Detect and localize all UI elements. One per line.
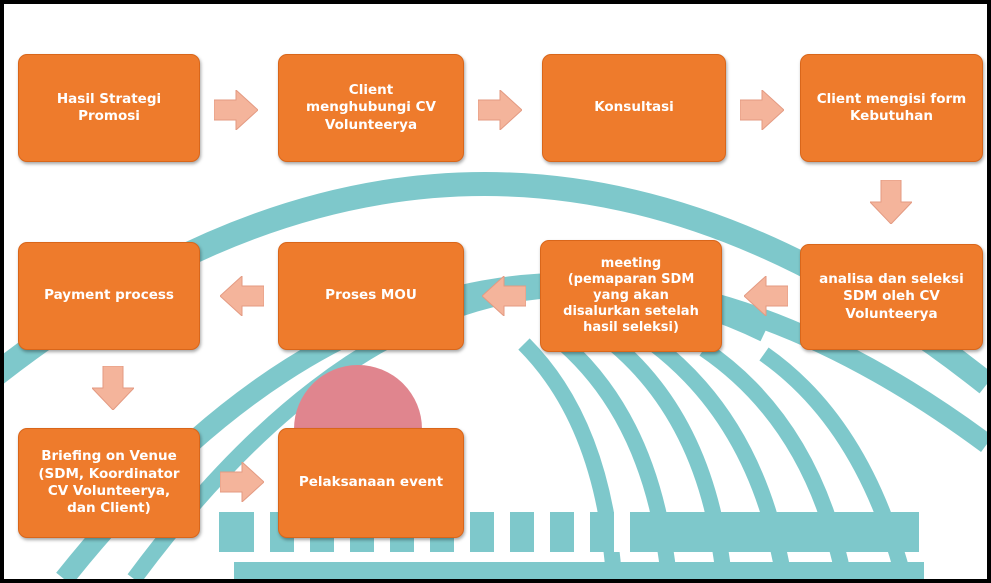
- step-label: analisa dan seleksi SDM oleh CV Voluntee…: [819, 271, 964, 322]
- arrow-down-icon: [92, 366, 134, 410]
- step-label: meeting (pemaparan SDM yang akan disalur…: [563, 256, 699, 335]
- step-label: Konsultasi: [594, 99, 674, 116]
- step-box-briefing-venue: Briefing on Venue (SDM, Koordinator CV V…: [18, 428, 200, 538]
- step-box-meeting: meeting (pemaparan SDM yang akan disalur…: [540, 240, 722, 352]
- step-box-proses-mou: Proses MOU: [278, 242, 464, 350]
- step-box-hasil-strategi: Hasil Strategi Promosi: [18, 54, 200, 162]
- arrow-right-icon: [220, 462, 264, 502]
- arrow-left-icon: [744, 276, 788, 316]
- arrow-right-icon: [740, 90, 784, 130]
- step-label: Client menghubungi CV Volunteerya: [306, 82, 436, 133]
- step-box-konsultasi: Konsultasi: [542, 54, 726, 162]
- arrow-left-icon: [220, 276, 264, 316]
- pink-half-circle: [294, 365, 422, 429]
- step-label: Briefing on Venue (SDM, Koordinator CV V…: [38, 448, 180, 517]
- step-box-client-menghubungi: Client menghubungi CV Volunteerya: [278, 54, 464, 162]
- arrow-left-icon: [482, 276, 526, 316]
- step-label: Hasil Strategi Promosi: [56, 90, 162, 124]
- step-box-client-mengisi-form: Client mengisi form Kebutuhan: [800, 54, 983, 162]
- step-label: Proses MOU: [325, 287, 417, 304]
- step-box-payment-process: Payment process: [18, 242, 200, 350]
- step-box-pelaksanaan-event: Pelaksanaan event: [278, 428, 464, 538]
- arrow-down-icon: [870, 180, 912, 224]
- step-label: Pelaksanaan event: [298, 474, 444, 491]
- arrow-right-icon: [478, 90, 522, 130]
- step-label: Client mengisi form Kebutuhan: [816, 90, 967, 124]
- arrow-right-icon: [214, 90, 258, 130]
- step-box-analisa-seleksi: analisa dan seleksi SDM oleh CV Voluntee…: [800, 244, 983, 350]
- step-label: Payment process: [44, 287, 174, 304]
- teal-bar-bottom-2: [234, 562, 924, 579]
